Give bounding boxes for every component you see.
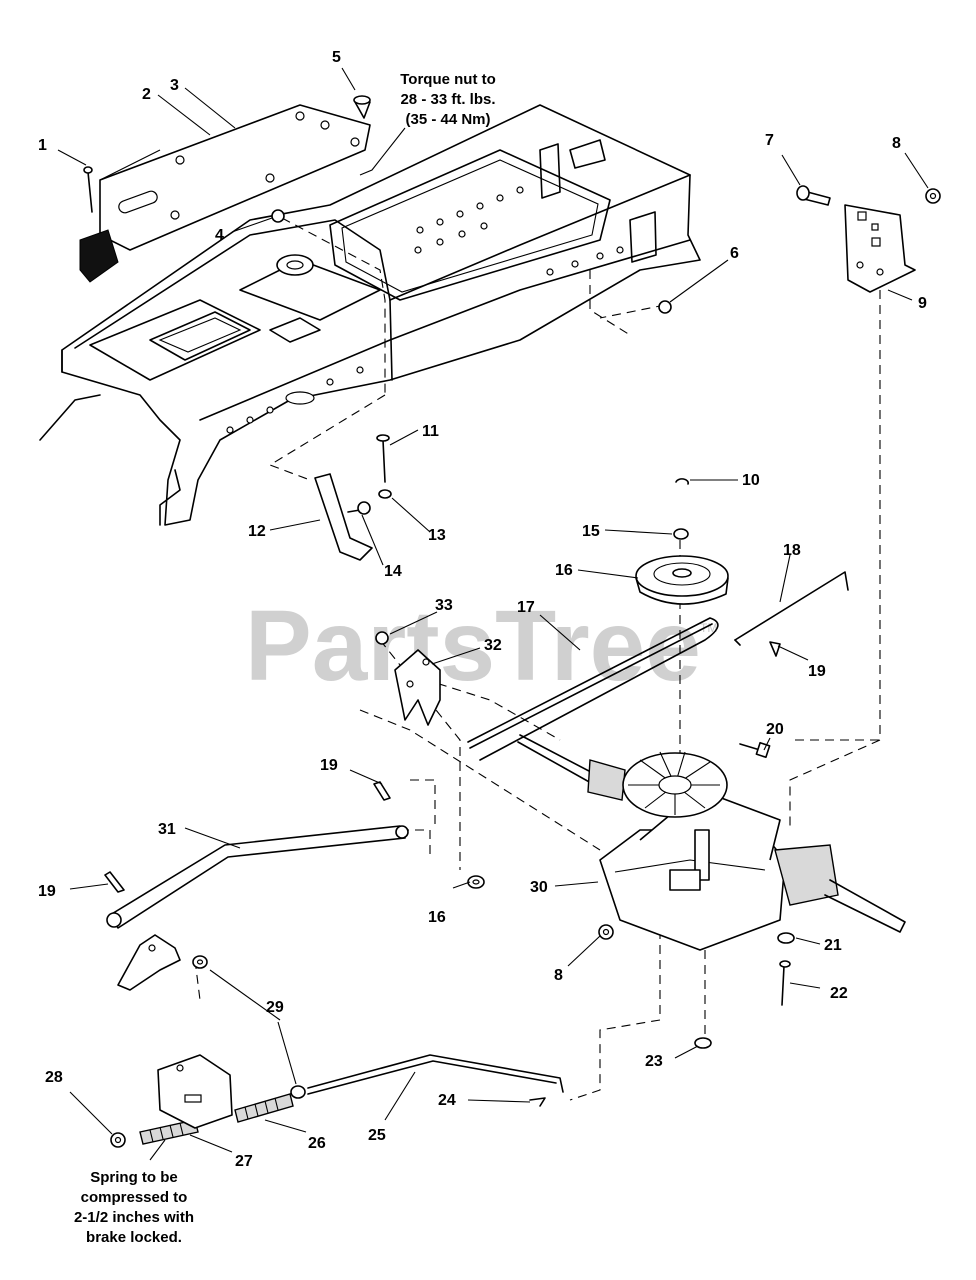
callout-21: 21 [824, 937, 842, 954]
callout-29: 29 [266, 999, 284, 1016]
callout-16-pulley: 16 [555, 562, 573, 579]
part-2-3-front-plate [79, 104, 371, 283]
watermark-text: PartsTree [245, 590, 701, 702]
part-19-pin-right [769, 641, 781, 657]
spring-note-line-3: 2-1/2 inches with [74, 1209, 194, 1226]
watermark: PartsTree TM [245, 590, 717, 702]
torque-note-line-2: 28 - 33 ft. lbs. [400, 91, 495, 108]
part-21-washer [777, 932, 795, 944]
part-32-bracket [394, 649, 441, 726]
callout-labels: 1 2 3 4 5 6 7 8 9 10 11 12 13 14 15 16 1… [38, 49, 927, 1170]
part-12-bracket [314, 473, 373, 561]
callout-13: 13 [428, 527, 446, 544]
part-7-bolt [796, 185, 831, 206]
callout-2: 2 [142, 86, 151, 103]
frame-assembly [39, 104, 701, 526]
part-24-pin [529, 1097, 546, 1107]
callout-7: 7 [765, 132, 774, 149]
spring-note-line-4: brake locked. [86, 1229, 182, 1246]
part-19-pin-top [373, 781, 391, 801]
callout-24: 24 [438, 1092, 456, 1109]
callout-14: 14 [384, 563, 402, 580]
callout-12: 12 [248, 523, 266, 540]
callout-1: 1 [38, 137, 47, 154]
callout-4: 4 [215, 227, 224, 244]
part-33-nut [375, 631, 389, 645]
callout-11: 11 [422, 423, 439, 440]
callout-9: 9 [918, 295, 927, 312]
part-10-clip [675, 478, 689, 485]
torque-note: Torque nut to 28 - 33 ft. lbs. (35 - 44 … [400, 71, 496, 128]
part-31-rod [106, 825, 409, 929]
callout-5: 5 [332, 49, 341, 66]
callout-23: 23 [645, 1053, 663, 1070]
part-9-bracket [844, 204, 916, 293]
part-23-washer [694, 1037, 712, 1049]
part-26-spring [234, 1093, 294, 1123]
part-18-rod [734, 571, 849, 646]
callout-26: 26 [308, 1135, 326, 1152]
part-8-nut-bottom [598, 924, 614, 940]
part-22-bolt [779, 960, 791, 1006]
callout-28: 28 [45, 1069, 63, 1086]
callout-22: 22 [830, 985, 848, 1002]
callout-6: 6 [730, 245, 739, 262]
callout-30: 30 [530, 879, 548, 896]
callout-31: 31 [158, 821, 176, 838]
cooling-fan [622, 751, 728, 818]
callout-19-top: 19 [320, 757, 338, 774]
torque-note-line-3: (35 - 44 Nm) [405, 111, 490, 128]
part-16-washer-left [467, 875, 485, 889]
callout-8-top: 8 [892, 135, 901, 152]
assembly-lines [194, 217, 881, 1101]
part-11-bolt [376, 434, 390, 483]
callout-3: 3 [170, 77, 179, 94]
part-25-rod [307, 1054, 564, 1095]
part-8-nut-top [925, 188, 941, 204]
part-15-washer [673, 528, 689, 540]
brake-lever-bracket [117, 934, 181, 991]
frame-holes [226, 186, 624, 434]
part-5-plug [353, 95, 371, 119]
part-28-nut [110, 1132, 126, 1148]
part-30-transaxle [517, 734, 906, 951]
part-27-spring [139, 1119, 199, 1145]
callout-20: 20 [766, 721, 784, 738]
callout-8-bottom: 8 [554, 967, 563, 984]
torque-note-line-1: Torque nut to [400, 71, 496, 88]
callout-16-washer: 16 [428, 909, 446, 926]
part-13-washer [378, 489, 392, 499]
part-16-pulley [635, 555, 729, 605]
leader-lines [57, 67, 929, 1161]
part-29-washer [192, 955, 306, 1099]
callout-27: 27 [235, 1153, 253, 1170]
spring-note-line-1: Spring to be [90, 1169, 178, 1186]
callout-18: 18 [783, 542, 801, 559]
spring-note: Spring to be compressed to 2-1/2 inches … [74, 1169, 194, 1246]
part-14-pin [347, 501, 371, 515]
spring-note-line-2: compressed to [81, 1189, 188, 1206]
callout-10: 10 [742, 472, 760, 489]
callout-15: 15 [582, 523, 600, 540]
part-6-nut [658, 300, 672, 314]
part-20-bolt [739, 741, 771, 759]
part-19-pin-left [104, 871, 125, 893]
callout-17: 17 [517, 599, 535, 616]
brake-block [157, 1054, 233, 1129]
callout-32: 32 [484, 637, 502, 654]
part-17-belt [467, 617, 719, 761]
callout-19-left: 19 [38, 883, 56, 900]
part-1-bolt [83, 166, 93, 213]
part-4-nut [271, 209, 285, 223]
watermark-tm: TM [700, 621, 717, 635]
callout-25: 25 [368, 1127, 386, 1144]
callout-33: 33 [435, 597, 453, 614]
callout-19-right: 19 [808, 663, 826, 680]
